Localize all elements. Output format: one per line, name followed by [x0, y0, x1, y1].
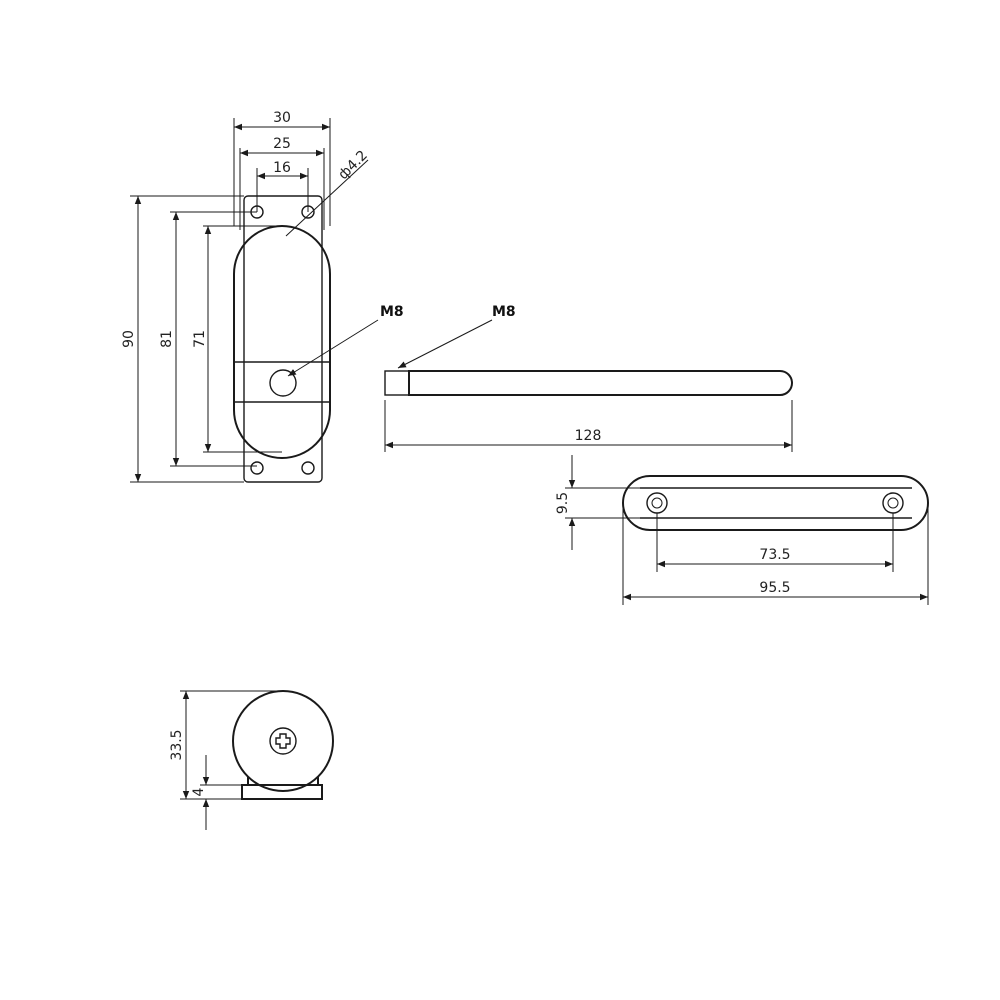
arm-square-end — [384, 370, 410, 396]
label-m8-arm: M8 — [492, 304, 516, 320]
front-view: 30 25 16 ф4.2 90 81 71 M8 — [121, 110, 404, 483]
bracket-hole-left — [646, 492, 668, 514]
dim-arm-length-128: 128 — [575, 428, 602, 444]
bracket-hole-right — [882, 492, 904, 514]
arm-rod — [408, 370, 793, 396]
side-base — [241, 784, 323, 800]
dim-width-30: 30 — [273, 110, 291, 126]
mount-hole-bottom-left — [250, 461, 264, 475]
side-view: 33.5 4 — [169, 690, 334, 830]
dim-hole-diameter: ф4.2 — [335, 147, 371, 183]
label-m8-front: M8 — [380, 304, 404, 320]
dim-height-90: 90 — [121, 330, 137, 348]
closer-body — [233, 225, 331, 459]
arm-view: 128 M8 — [384, 304, 793, 452]
mounting-plate — [243, 195, 323, 483]
dim-width-16: 16 — [273, 160, 291, 176]
dim-bracket-length-95-5: 95.5 — [759, 580, 790, 596]
bracket-view: 9.5 73.5 95.5 — [555, 455, 929, 605]
m8-socket — [269, 369, 297, 397]
dim-width-25: 25 — [273, 136, 291, 152]
dim-height-71: 71 — [192, 330, 208, 348]
mount-hole-bottom-right — [301, 461, 315, 475]
dim-height-81: 81 — [159, 330, 175, 348]
dim-side-height-33-5: 33.5 — [169, 729, 185, 760]
dim-bracket-height-9-5: 9.5 — [555, 492, 571, 514]
bracket-plate — [622, 475, 929, 531]
screw-icon — [269, 727, 297, 755]
dim-hole-spacing-73-5: 73.5 — [759, 547, 790, 563]
dim-base-thickness-4: 4 — [191, 787, 207, 796]
side-cap — [232, 690, 334, 792]
